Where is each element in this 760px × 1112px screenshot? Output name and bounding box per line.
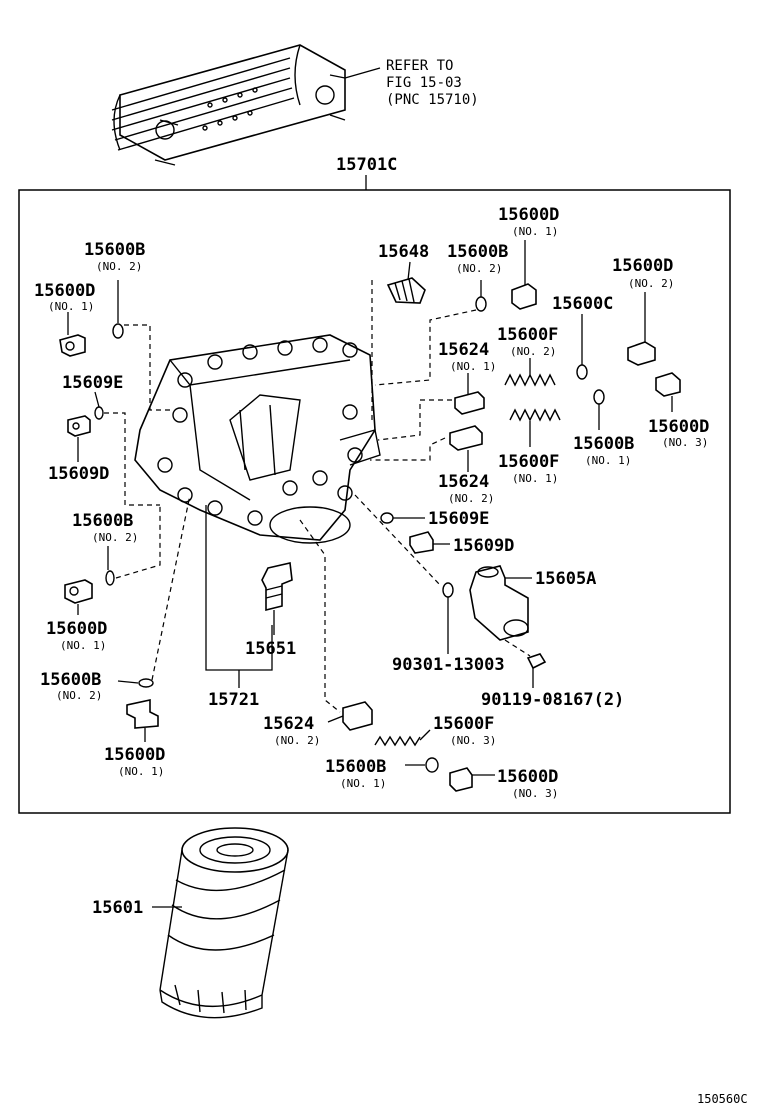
callout-15605a: 15605A [535,569,596,589]
callout-15624-no2-a: 15624 [438,472,489,492]
callout-15600b-no1-a: 15600B [573,434,634,454]
callout-15600d-no1-b-sub: (NO. 1) [512,225,558,238]
callout-15600f-no3-sub: (NO. 3) [450,734,496,747]
callout-15600d-no3-a: 15600D [648,417,709,437]
callout-15600d-no1-c-sub: (NO. 1) [60,639,106,652]
callout-15600b-no2-b: 15600B [447,242,508,262]
callout-15600b-no2-a-sub: (NO. 2) [96,260,142,273]
figure-code: 150560C [697,1092,748,1106]
callout-15600c: 15600C [552,294,613,314]
oil-filter-drawing [159,827,289,1019]
callout-15600d-no3-b-sub: (NO. 3) [512,787,558,800]
callout-labels: 15600D (NO. 1) 15600B (NO. 2) 15648 1560… [34,205,709,918]
oil-cooler-drawing [111,44,346,166]
refer-note-line1: REFER TO [386,58,453,74]
callout-15600b-no2-a: 15600B [84,240,145,260]
callout-15624-no1: 15624 [438,340,489,360]
callout-15600d-no1-c: 15600D [46,619,107,639]
callout-15600b-no1-b: 15600B [325,757,386,777]
callout-15609e-b: 15609E [428,509,489,529]
callout-15624-no2-b-sub: (NO. 2) [274,734,320,747]
callout-15600f-no2: 15600F [497,325,558,345]
callout-15600d-no1-d: 15600D [104,745,165,765]
callout-15600d-no1-a-sub: (NO. 1) [48,300,94,313]
callout-15600b-no2-b-sub: (NO. 2) [456,262,502,275]
callout-15651: 15651 [245,639,296,659]
leader-lines [67,240,673,908]
callout-15600b-no1-b-sub: (NO. 1) [340,777,386,790]
callout-15600f-no1: 15600F [498,452,559,472]
callout-15601: 15601 [92,898,143,918]
dashed-guides [104,280,531,713]
callout-15600d-no1-a: 15600D [34,281,95,301]
callout-90119-08167: 90119-08167(2) [481,690,624,710]
filter-bracket-drawing [134,334,381,544]
refer-note-line2: FIG 15-03 [386,75,462,91]
callout-15600f-no2-sub: (NO. 2) [510,345,556,358]
callout-15648: 15648 [378,242,429,262]
callout-15600b-no1-a-sub: (NO. 1) [585,454,631,467]
callout-15624-no1-sub: (NO. 1) [450,360,496,373]
assembly-frame [18,189,731,814]
callout-15721: 15721 [208,690,259,710]
callout-15600d-no2: 15600D [612,256,673,276]
callout-15600f-no3: 15600F [433,714,494,734]
callout-15600d-no1-b: 15600D [498,205,559,225]
callout-90301-13003: 90301-13003 [392,655,505,675]
callout-15600f-no1-sub: (NO. 1) [512,472,558,485]
callout-15600b-no2-d: 15600B [40,670,101,690]
callout-15609d-a: 15609D [48,464,109,484]
callout-15600d-no1-d-sub: (NO. 1) [118,765,164,778]
callout-15600d-no3-a-sub: (NO. 3) [662,436,708,449]
callout-15624-no2-a-sub: (NO. 2) [448,492,494,505]
refer-note-line3: (PNC 15710) [386,92,479,108]
callout-15600d-no3-b: 15600D [497,767,558,787]
refer-leader [344,67,381,79]
callout-15624-no2-b: 15624 [263,714,314,734]
callout-15600b-no2-c-sub: (NO. 2) [92,531,138,544]
callout-15600b-no2-d-sub: (NO. 2) [56,689,102,702]
assembly-label: 15701C [336,155,397,175]
callout-15600d-no2-sub: (NO. 2) [628,277,674,290]
callout-15600b-no2-c: 15600B [72,511,133,531]
callout-15609d-b: 15609D [453,536,514,556]
callout-15609e-a: 15609E [62,373,123,393]
